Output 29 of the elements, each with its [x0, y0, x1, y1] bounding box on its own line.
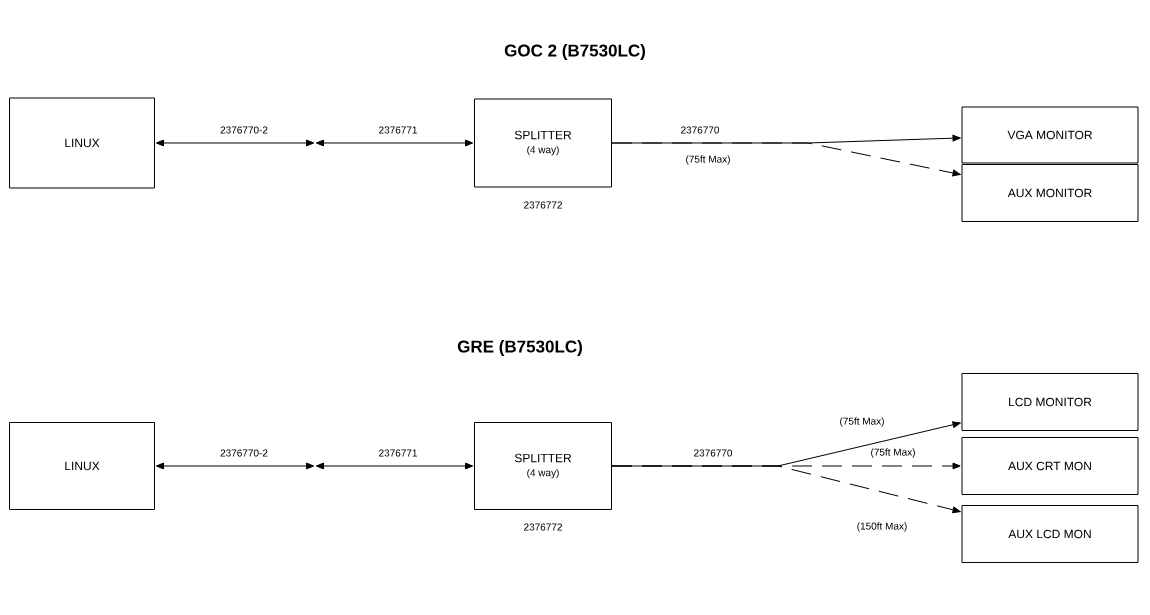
edge-label: 2376770 — [679, 125, 721, 135]
device-box: AUX LCD MON — [961, 505, 1139, 563]
cable-arrow — [611, 134, 961, 144]
cable-arrow — [155, 462, 315, 470]
device-box: SPLITTER (4 way) — [474, 98, 612, 188]
device-box: LINUX — [9, 422, 155, 510]
part-number: 2376772 — [524, 523, 562, 531]
edge-label: 2376770-2 — [219, 448, 269, 458]
bold-label: GOC 2 (B7530LC) — [504, 44, 645, 60]
edge-label: (75ft Max) — [838, 416, 886, 428]
cable-arrow — [155, 139, 315, 147]
cable-note: (75ft Max) — [686, 155, 730, 165]
edge-label: 2376770-2 — [219, 125, 269, 135]
bold-label: GRE (B7530LC) — [457, 340, 582, 356]
edge-label: (150ft Max) — [855, 521, 909, 533]
device-box: AUX CRT MON — [961, 437, 1139, 495]
cable-arrow — [611, 421, 961, 467]
device-box: LCD MONITOR — [961, 373, 1139, 431]
device-box: SPLITTER (4 way) — [474, 422, 612, 510]
edge-label: 2376771 — [377, 448, 419, 458]
device-box: AUX MONITOR — [961, 164, 1139, 222]
cable-arrow — [315, 139, 474, 147]
part-number: 2376772 — [524, 201, 562, 209]
edge-label: 2376771 — [377, 125, 419, 135]
device-box: VGA MONITOR — [961, 106, 1139, 164]
device-box: LINUX — [9, 97, 155, 189]
cable-note: 2376770 — [694, 449, 733, 457]
edge-label: (75ft Max) — [869, 447, 917, 459]
cable-arrow — [315, 462, 474, 470]
